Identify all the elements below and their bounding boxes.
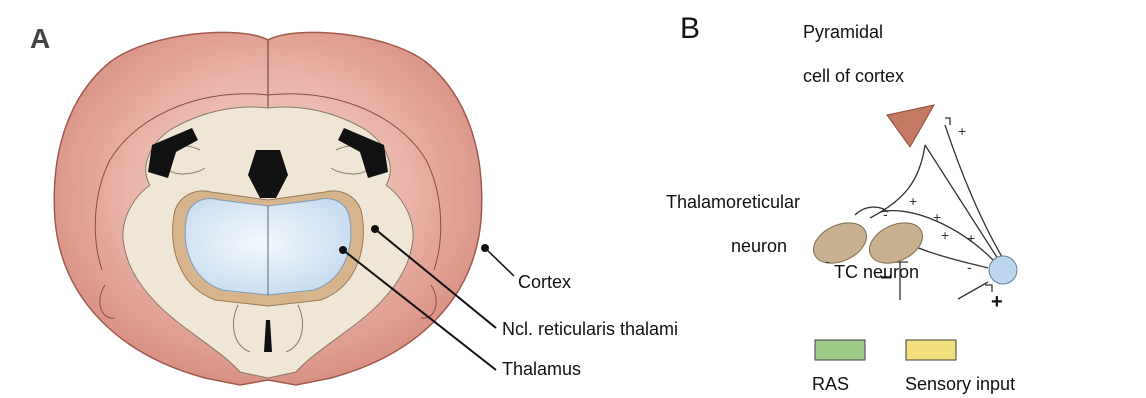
sign-minus-2: - [825,253,830,269]
panel-a-letter: A [30,23,50,54]
sign-minus-1: - [883,206,888,222]
reticularis-label: Ncl. reticularis thalami [502,319,678,339]
brain-section [54,32,514,385]
sensory-box [906,340,956,360]
sign-plus-1: + [958,123,966,139]
thalamoreticular-label-line2: neuron [731,236,787,256]
ras-box [815,340,865,360]
thalamus-label: Thalamus [502,359,581,379]
pyramidal-to-tc-fiber [925,145,1000,262]
cortex-pointer-line [485,248,514,276]
ras-minus-sign: − [880,267,892,289]
sign-plus-3: + [933,209,941,225]
sign-plus-4: + [967,230,975,246]
pyramidal-label-line2: cell of cortex [803,66,904,86]
panel-a: A [30,23,678,385]
sensory-fiber [958,282,988,299]
pyramidal-terminal-fork [945,118,950,125]
sign-plus-2: + [909,193,917,209]
panel-b-letter: B [680,12,700,45]
sign-minus-3: - [967,259,972,275]
pyramidal-cell [887,105,934,147]
sensory-plus-sign: + [991,291,1003,313]
synaptic-signs: + + + + + - - - − + [825,123,1003,313]
tc-neuron-label: TC neuron [834,262,919,282]
cortex-label: Cortex [518,272,571,292]
sign-plus-5: + [941,227,949,243]
sensory-input-label: Sensory input [905,374,1015,394]
thalamoreticular-label-line1: Thalamoreticular [666,192,800,212]
tc-neuron-cell [989,256,1017,284]
pyramidal-label-line1: Pyramidal [803,22,883,42]
panel-b: B Pyramidal cell of cortex Thalamoreticu… [666,12,1017,394]
ras-label: RAS [812,374,849,394]
